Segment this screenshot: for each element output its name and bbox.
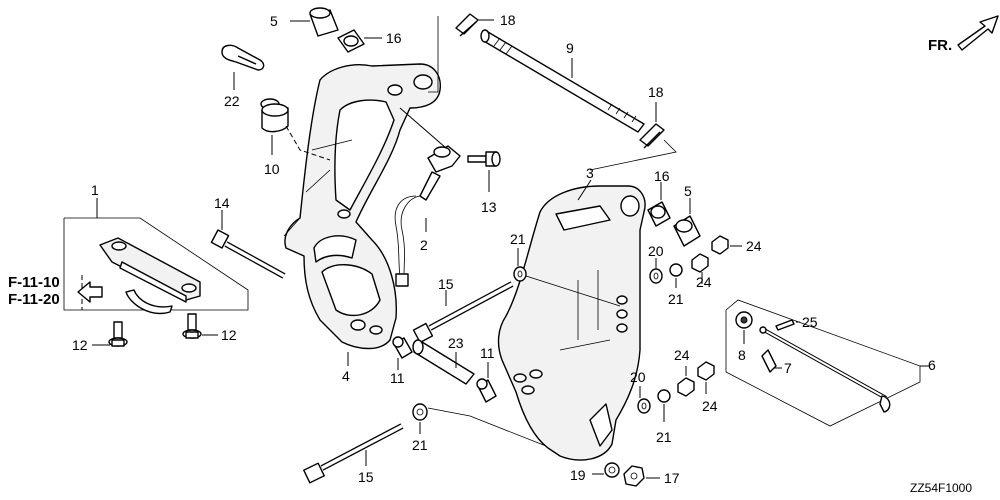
assembly-1-bracket [63, 198, 249, 315]
washer-20-lower [637, 386, 651, 414]
collar-16-top [337, 29, 382, 53]
callout-15-lower: 15 [358, 469, 374, 485]
callout-14: 14 [214, 195, 230, 211]
stern-bracket-4 [283, 63, 441, 366]
stern-bracket-3 [497, 179, 646, 461]
callout-21-bracket: 21 [510, 231, 526, 247]
callout-8: 8 [738, 347, 746, 363]
callout-12-right: 12 [221, 327, 237, 343]
washer-21-lower-right [657, 389, 671, 422]
collar-16-right [647, 182, 671, 227]
washer-21-lower-left [412, 403, 547, 447]
plate-18-top [428, 13, 494, 93]
callout-11-left: 11 [390, 370, 405, 386]
callout-24-b: 24 [746, 238, 762, 254]
callout-17: 17 [664, 470, 680, 486]
clip-7 [761, 349, 782, 373]
bolt-15-upper [412, 281, 514, 344]
callout-10: 10 [264, 161, 280, 177]
pin-25 [775, 319, 800, 331]
ref-f-11-20: F-11-20 [8, 291, 60, 308]
callout-12-left: 12 [72, 337, 88, 353]
bushing-5-right [673, 198, 701, 247]
callout-21-lower-right: 21 [656, 429, 672, 445]
bushing-11-left [392, 336, 413, 370]
collar-8 [735, 311, 753, 344]
nut-24-d [697, 361, 715, 394]
bushing-5-top [290, 7, 339, 37]
clip-22 [221, 44, 265, 90]
callout-7: 7 [784, 360, 792, 376]
callout-16-top: 16 [386, 30, 402, 46]
washer-21-upper-right [669, 263, 683, 288]
bolt-15-lower [303, 423, 404, 484]
callout-20-lower: 20 [630, 369, 646, 385]
callout-13: 13 [481, 199, 497, 215]
callout-21-upper-right: 21 [668, 291, 684, 307]
callout-24-c: 24 [674, 347, 690, 363]
callout-1: 1 [91, 182, 99, 198]
washer-19 [592, 462, 620, 478]
front-arrow-icon [957, 15, 999, 51]
callout-2: 2 [420, 237, 428, 253]
callout-19: 19 [570, 467, 586, 483]
nut-24-c [677, 366, 695, 397]
callout-20-upper: 20 [648, 243, 664, 259]
callout-24-d: 24 [702, 398, 718, 414]
callout-5-top: 5 [270, 13, 278, 29]
rod-assembly-6 [725, 299, 930, 427]
spacer-23 [412, 339, 475, 385]
callout-21-lower-left: 21 [412, 437, 428, 453]
nut-24-b [711, 235, 742, 255]
callout-25: 25 [802, 314, 818, 330]
front-label: FR. [928, 37, 952, 54]
bushing-11-right [476, 362, 497, 403]
callout-24-a: 24 [696, 274, 712, 290]
bolt-12-right [182, 313, 218, 339]
leader-10 [285, 125, 331, 161]
callout-18-right: 18 [648, 84, 664, 100]
bushing-10 [260, 98, 289, 155]
bolt-14 [210, 210, 286, 279]
callout-5-right: 5 [684, 183, 692, 199]
callout-18-top: 18 [500, 12, 516, 28]
washer-21-bracket [513, 248, 621, 307]
callout-23: 23 [448, 335, 464, 351]
callout-6: 6 [928, 357, 936, 373]
washer-20-upper [649, 258, 663, 284]
callout-11-right: 11 [480, 345, 495, 361]
bolt-12-left [92, 321, 128, 347]
callout-9: 9 [566, 40, 574, 56]
screw-13 [467, 151, 501, 192]
diagram-code: ZZ54F1000 [910, 481, 972, 495]
callout-15-upper: 15 [438, 276, 454, 292]
tilt-tube-9 [480, 29, 645, 133]
trim-sensor-2 [394, 107, 461, 287]
plate-18-right [589, 102, 677, 171]
callout-16-right: 16 [654, 168, 670, 184]
callout-22: 22 [224, 93, 240, 109]
nut-24-a [691, 253, 709, 284]
callout-4: 4 [342, 368, 350, 384]
reference-arrow-icon [77, 281, 103, 303]
ref-f-11-10: F-11-10 [8, 274, 60, 291]
callout-3: 3 [586, 165, 594, 181]
nut-17 [623, 465, 660, 487]
